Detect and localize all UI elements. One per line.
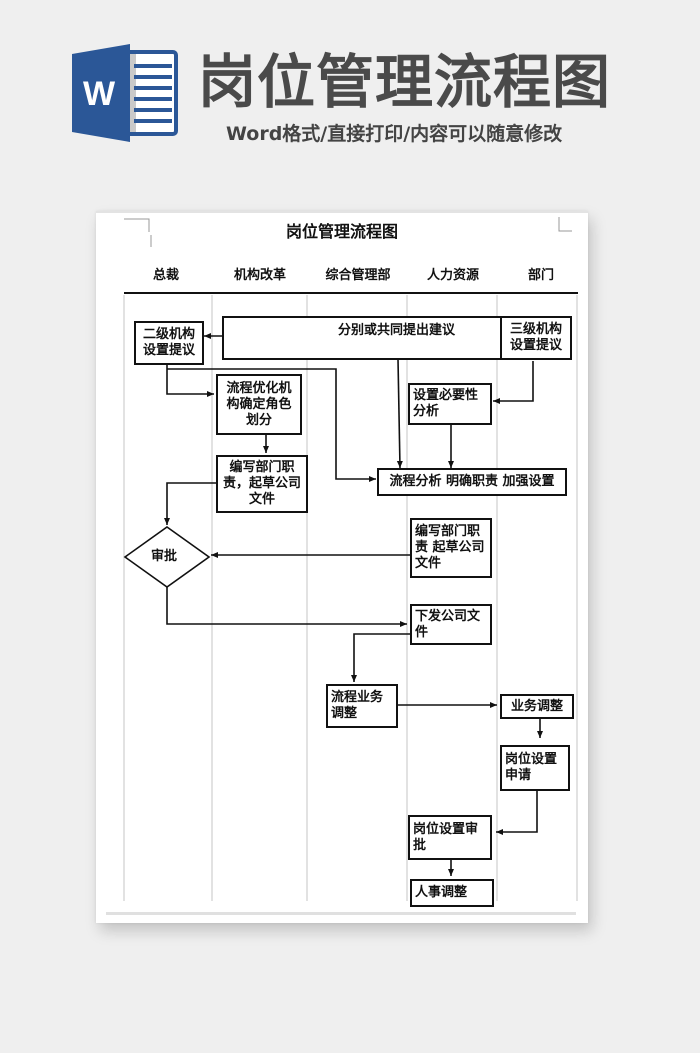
lane-header-reform: 机构改革: [233, 268, 286, 283]
banner: W 岗位管理流程图 Word格式/直接打印/内容可以随意修改: [0, 0, 700, 180]
approve-diamond: [123, 526, 211, 588]
banner-title: 岗位管理流程图: [198, 48, 612, 116]
node-third-level-proposal: 三级机构设置提议: [500, 316, 572, 360]
node-draft-duties-left: 编写部门职责，起草公司文件: [216, 455, 308, 513]
svg-text:W: W: [83, 75, 116, 113]
flowchart-lines: [123, 217, 578, 901]
node-business-adjust: 业务调整: [500, 694, 574, 719]
document-page: 岗位管理流程图 总裁 机构改革 综合管理部 人力资源 部门 分别或共同提出建议 …: [96, 211, 588, 923]
lane-header-admin: 综合管理部: [325, 268, 391, 283]
node-hr-adjust: 人事调整: [410, 879, 494, 907]
banner-subtitle: Word格式/直接打印/内容可以随意修改: [226, 123, 563, 145]
node-necessity-analysis: 设置必要性分析: [408, 383, 492, 425]
node-draft-duties-right: 编写部门职责 起草公司文件: [410, 518, 492, 578]
lane-header-ceo: 总裁: [152, 268, 179, 283]
node-process-adjust: 流程业务调整: [326, 684, 398, 728]
node-optimize: 流程优化机构确定角色划分: [216, 374, 302, 435]
node-approve-label: 审批: [151, 549, 178, 564]
lane-header-dept: 部门: [527, 268, 554, 283]
page-edge: [96, 211, 588, 213]
node-issue-document: 下发公司文件: [410, 604, 492, 645]
lane-header-hr: 人力资源: [426, 268, 479, 283]
node-post-apply: 岗位设置申请: [500, 745, 570, 791]
document-title: 岗位管理流程图: [285, 222, 398, 241]
node-post-approve: 岗位设置审批: [408, 815, 492, 860]
word-document-icon: W: [72, 44, 178, 142]
node-process-analysis: 流程分析 明确职责 加强设置: [377, 468, 567, 496]
node-second-level-proposal: 二级机构设置提议: [134, 321, 204, 365]
page-footer-rule: [106, 912, 576, 915]
